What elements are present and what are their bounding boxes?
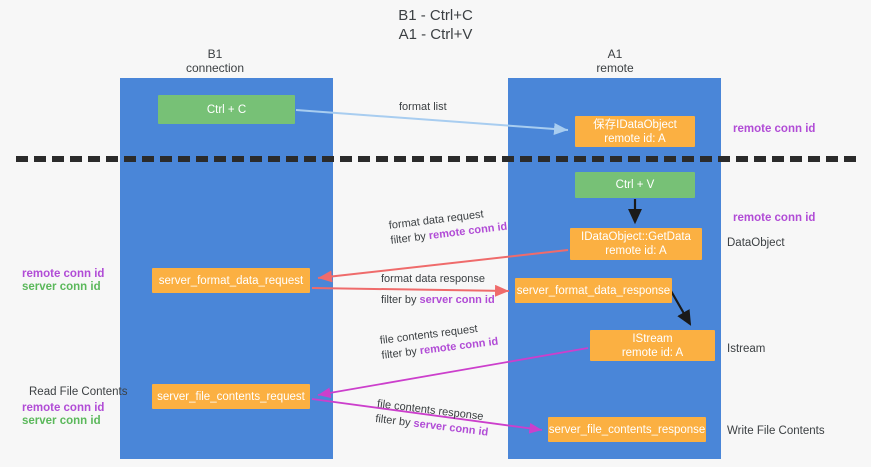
box-server-format-data-request[interactable]: server_format_data_request: [152, 268, 310, 293]
box-istream[interactable]: IStream remote id: A: [590, 330, 715, 361]
label-remote-conn-id-left-bottom: remote conn id: [22, 402, 105, 414]
label-left-conn-ids-mid: remote conn id server conn id: [22, 268, 104, 294]
label-remote-conn-id-top: remote conn id: [733, 123, 816, 135]
label-remote-conn-id-left-mid: remote conn id: [22, 268, 105, 280]
box-ctrl-v[interactable]: Ctrl + V: [575, 172, 695, 198]
box-idataobject-getdata[interactable]: IDataObject::GetData remote id: A: [570, 228, 702, 260]
edge-label-file-contents-request: file contents request filter by remote c…: [379, 320, 499, 364]
lane-title-a1: A1 remote: [596, 47, 634, 75]
label-read-file-contents: Read File Contents: [29, 386, 128, 398]
edge-label-format-data-response: format data response filter by server co…: [381, 272, 495, 308]
label-server-conn-id-left-bottom: server conn id: [22, 415, 101, 427]
box-server-format-data-response[interactable]: server_format_data_response: [515, 278, 672, 303]
lane-title-b1: B1 connection: [185, 47, 245, 75]
box-server-file-contents-request[interactable]: server_file_contents_request: [152, 384, 310, 409]
edge-label-key: server conn id: [419, 294, 495, 306]
edge-label-line2: filter by server conn id: [381, 293, 495, 308]
edge-label-prefix: filter by: [380, 345, 421, 362]
edge-label-file-contents-response: file contents response filter by server …: [374, 397, 491, 441]
edge-label-line1: format data response: [381, 273, 485, 285]
label-server-conn-id-left-mid: server conn id: [22, 281, 101, 293]
box-ctrl-c[interactable]: Ctrl + C: [158, 95, 295, 124]
edge-label-format-list: format list: [399, 101, 447, 113]
label-write-file-contents: Write File Contents: [727, 425, 825, 437]
edge-label-prefix: filter by: [389, 230, 430, 247]
edge-label-prefix: filter by: [374, 412, 415, 430]
page-title: B1 - Ctrl+C A1 - Ctrl+V: [398, 7, 473, 43]
label-left-conn-ids-bottom: remote conn id server conn id: [22, 402, 104, 428]
box-save-idataobject[interactable]: 保存IDataObject remote id: A: [575, 116, 695, 147]
boundary-divider: [16, 156, 856, 162]
label-remote-conn-id-mid: remote conn id: [733, 212, 816, 224]
edge-label-prefix: filter by: [381, 294, 420, 306]
label-istream: Istream: [727, 343, 766, 355]
edge-label-format-data-request: format data request filter by remote con…: [388, 205, 508, 249]
box-server-file-contents-response[interactable]: server_file_contents_response: [548, 417, 706, 442]
label-dataobject: DataObject: [727, 237, 785, 249]
